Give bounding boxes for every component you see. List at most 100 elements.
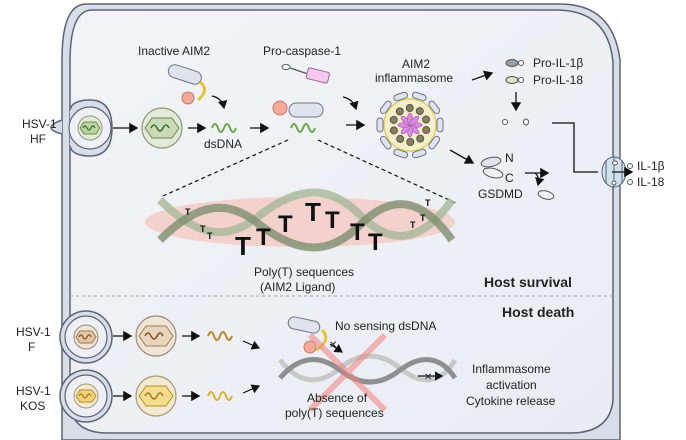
outcome-label-3: Cytokine release: [466, 394, 556, 408]
outcome-label-1: Inflammasome: [472, 362, 551, 376]
gsdmd-n-label: N: [505, 151, 514, 165]
aim2-hin-domain: [376, 117, 384, 133]
dsdna-f-icon: [207, 331, 233, 341]
virion-f-icon: [73, 324, 99, 350]
aim2-inflammasome-icon: [376, 91, 444, 159]
il1b-label: IL-1β: [637, 159, 665, 173]
red-cross-icon: [307, 332, 388, 413]
aim2-unbound-icon: [287, 316, 328, 354]
polyt-label-2: (AIM2 Ligand): [260, 280, 335, 294]
secretion-path: [552, 122, 598, 173]
host-death-label: Host death: [502, 304, 574, 320]
strain-hf-line1: HSV-1: [22, 117, 57, 131]
absence-label-1: Absence of: [307, 391, 368, 405]
aim2-hin-domain: [428, 100, 441, 115]
released-cytokine-icon: [612, 160, 618, 166]
aim2-hin-domain: [411, 148, 427, 159]
aim2-hin-domain: [428, 135, 441, 150]
dna-helix-polyt-icon: [157, 188, 456, 252]
strain-kos-line1: HSV-1: [16, 384, 51, 398]
inflammasome-label-1: AIM2: [402, 57, 430, 71]
arrow: [211, 95, 228, 110]
il1b-icon: [627, 163, 633, 169]
released-cytokine-icon: [611, 180, 617, 186]
inactive-aim2-icon: [167, 64, 206, 105]
aim2-hin-domain: [393, 148, 409, 159]
capsid-kos-icon: [135, 375, 177, 417]
asc-subunit: [396, 134, 405, 143]
virion-hf-icon: [77, 115, 103, 141]
thymine-letter: T: [207, 231, 213, 241]
thymine-letter: T: [425, 198, 431, 208]
strain-f-line1: HSV-1: [16, 325, 51, 339]
dsdna-label: dsDNA: [204, 137, 242, 151]
il18-label: IL-18: [637, 175, 665, 189]
gsdmd-c-fragment-icon: [537, 190, 555, 200]
mature-cytokine-icon: [523, 118, 529, 126]
asc-subunit: [422, 126, 431, 135]
thymine-letter: T: [350, 219, 365, 246]
zoom-guide: [317, 139, 459, 205]
pro-caspase-label: Pro-caspase-1: [263, 44, 341, 58]
asc-subunit: [415, 107, 424, 116]
asc-subunit: [405, 104, 414, 113]
thymine-letter: T: [325, 207, 340, 234]
inactive-aim2-label: Inactive AIM2: [138, 44, 210, 58]
thymine-letter: T: [200, 224, 206, 234]
zoom-guide: [162, 139, 289, 197]
asc-subunit: [406, 137, 415, 146]
block-x-icon: ✕: [424, 372, 432, 383]
arrow: [534, 172, 545, 187]
il18-icon: [627, 179, 633, 185]
aim2-hin-domain: [379, 100, 392, 115]
polyt-label-1: Poly(T) sequences: [254, 265, 354, 279]
strain-kos-line2: KOS: [20, 399, 45, 413]
arrow: [342, 96, 359, 111]
host-survival-label: Host survival: [484, 274, 572, 290]
thymine-letter: T: [256, 224, 271, 251]
asc-subunit: [395, 107, 404, 116]
arrow: [242, 340, 261, 350]
no-sensing-label: No sensing dsDNA: [335, 319, 436, 333]
asc-subunit: [422, 115, 431, 124]
thymine-letter: T: [420, 213, 426, 223]
arrow: [449, 149, 475, 164]
virion-kos-icon: [73, 383, 99, 409]
asc-subunit: [389, 115, 398, 124]
strain-f-line2: F: [28, 340, 35, 354]
aim2-hin-domain: [436, 117, 444, 133]
aim2-hin-domain: [393, 91, 409, 102]
mature-cytokine-icon: [502, 119, 508, 125]
arrow: [242, 384, 261, 394]
pro-il1b-tail-icon: [518, 60, 524, 66]
gsdmd-c-label: C: [505, 171, 514, 185]
dsdna-kos-icon: [207, 391, 233, 401]
asc-subunit: [389, 126, 398, 135]
dna-helix-no-polyt-icon: [278, 353, 458, 385]
thymine-letter: T: [235, 231, 251, 261]
blocked-arrow: [329, 343, 343, 353]
arrow: [471, 70, 494, 81]
pro-caspase-icon: [281, 64, 330, 84]
thymine-letter: T: [278, 211, 293, 238]
pro-il18-label: Pro-IL-18: [533, 73, 583, 87]
aim2-dna-complex-icon: [272, 100, 324, 133]
pro-il1b-label: Pro-IL-1β: [533, 56, 583, 70]
strain-hf-line2: HF: [30, 132, 46, 146]
aim2-hin-domain: [411, 91, 427, 102]
gsdmd-label: GSDMD: [478, 187, 523, 201]
inflammasome-label-2: inflammasome: [375, 71, 453, 85]
pro-il1b-icon: [505, 59, 519, 67]
outcome-label-2: activation: [486, 378, 537, 392]
dsdna-hf-icon: [211, 123, 237, 133]
thymine-letter: T: [368, 229, 383, 256]
asc-subunit: [416, 134, 425, 143]
caspase-core: [409, 115, 420, 126]
thymine-letter: T: [410, 220, 416, 230]
gsdmd-icon: [480, 156, 504, 179]
capsid-f-icon: [135, 315, 177, 357]
capsid-hf-icon: [141, 107, 183, 149]
block-x-icon: ✕: [329, 340, 337, 351]
